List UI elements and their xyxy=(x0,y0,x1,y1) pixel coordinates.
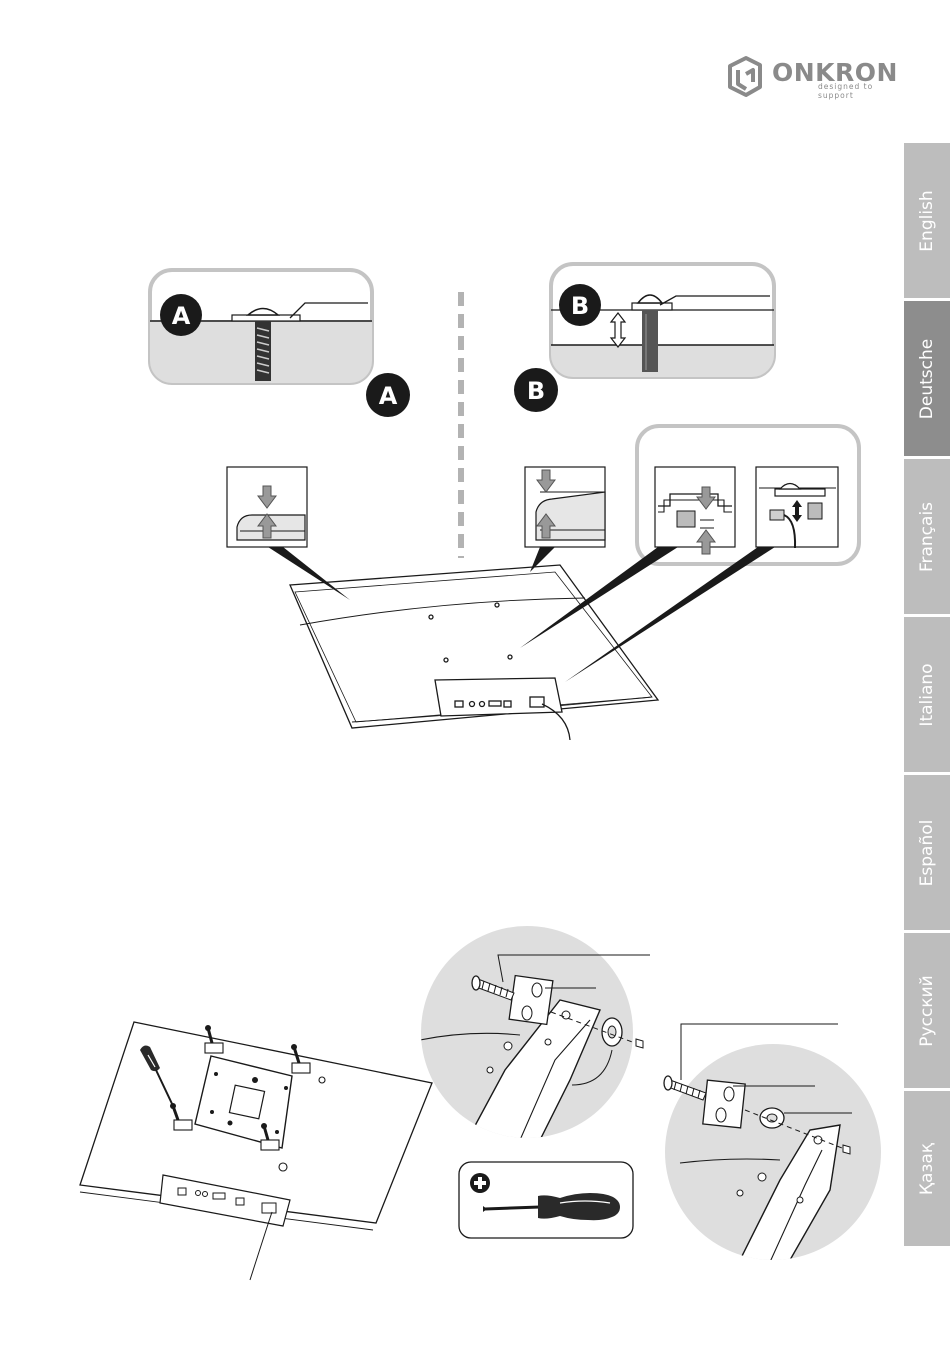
zoom-circle-bolt-detail xyxy=(420,926,650,1140)
badge-b-outer: B xyxy=(527,377,545,405)
badge-a-inner: A xyxy=(172,302,191,330)
detail-b-callout: B xyxy=(551,264,774,380)
monitor-back-bottom xyxy=(80,1022,432,1280)
detail-box-edge-a xyxy=(227,467,307,547)
badge-b-inner: B xyxy=(571,292,589,320)
zoom-circle-washer-detail xyxy=(664,1024,881,1262)
tool-box-phillips-screwdriver xyxy=(459,1162,633,1238)
detail-box-edge-b xyxy=(525,467,605,547)
detail-a-callout: A xyxy=(150,270,372,385)
detail-box-cable xyxy=(756,467,838,548)
detail-box-spacer xyxy=(655,467,735,554)
badge-a-outer: A xyxy=(379,382,398,410)
